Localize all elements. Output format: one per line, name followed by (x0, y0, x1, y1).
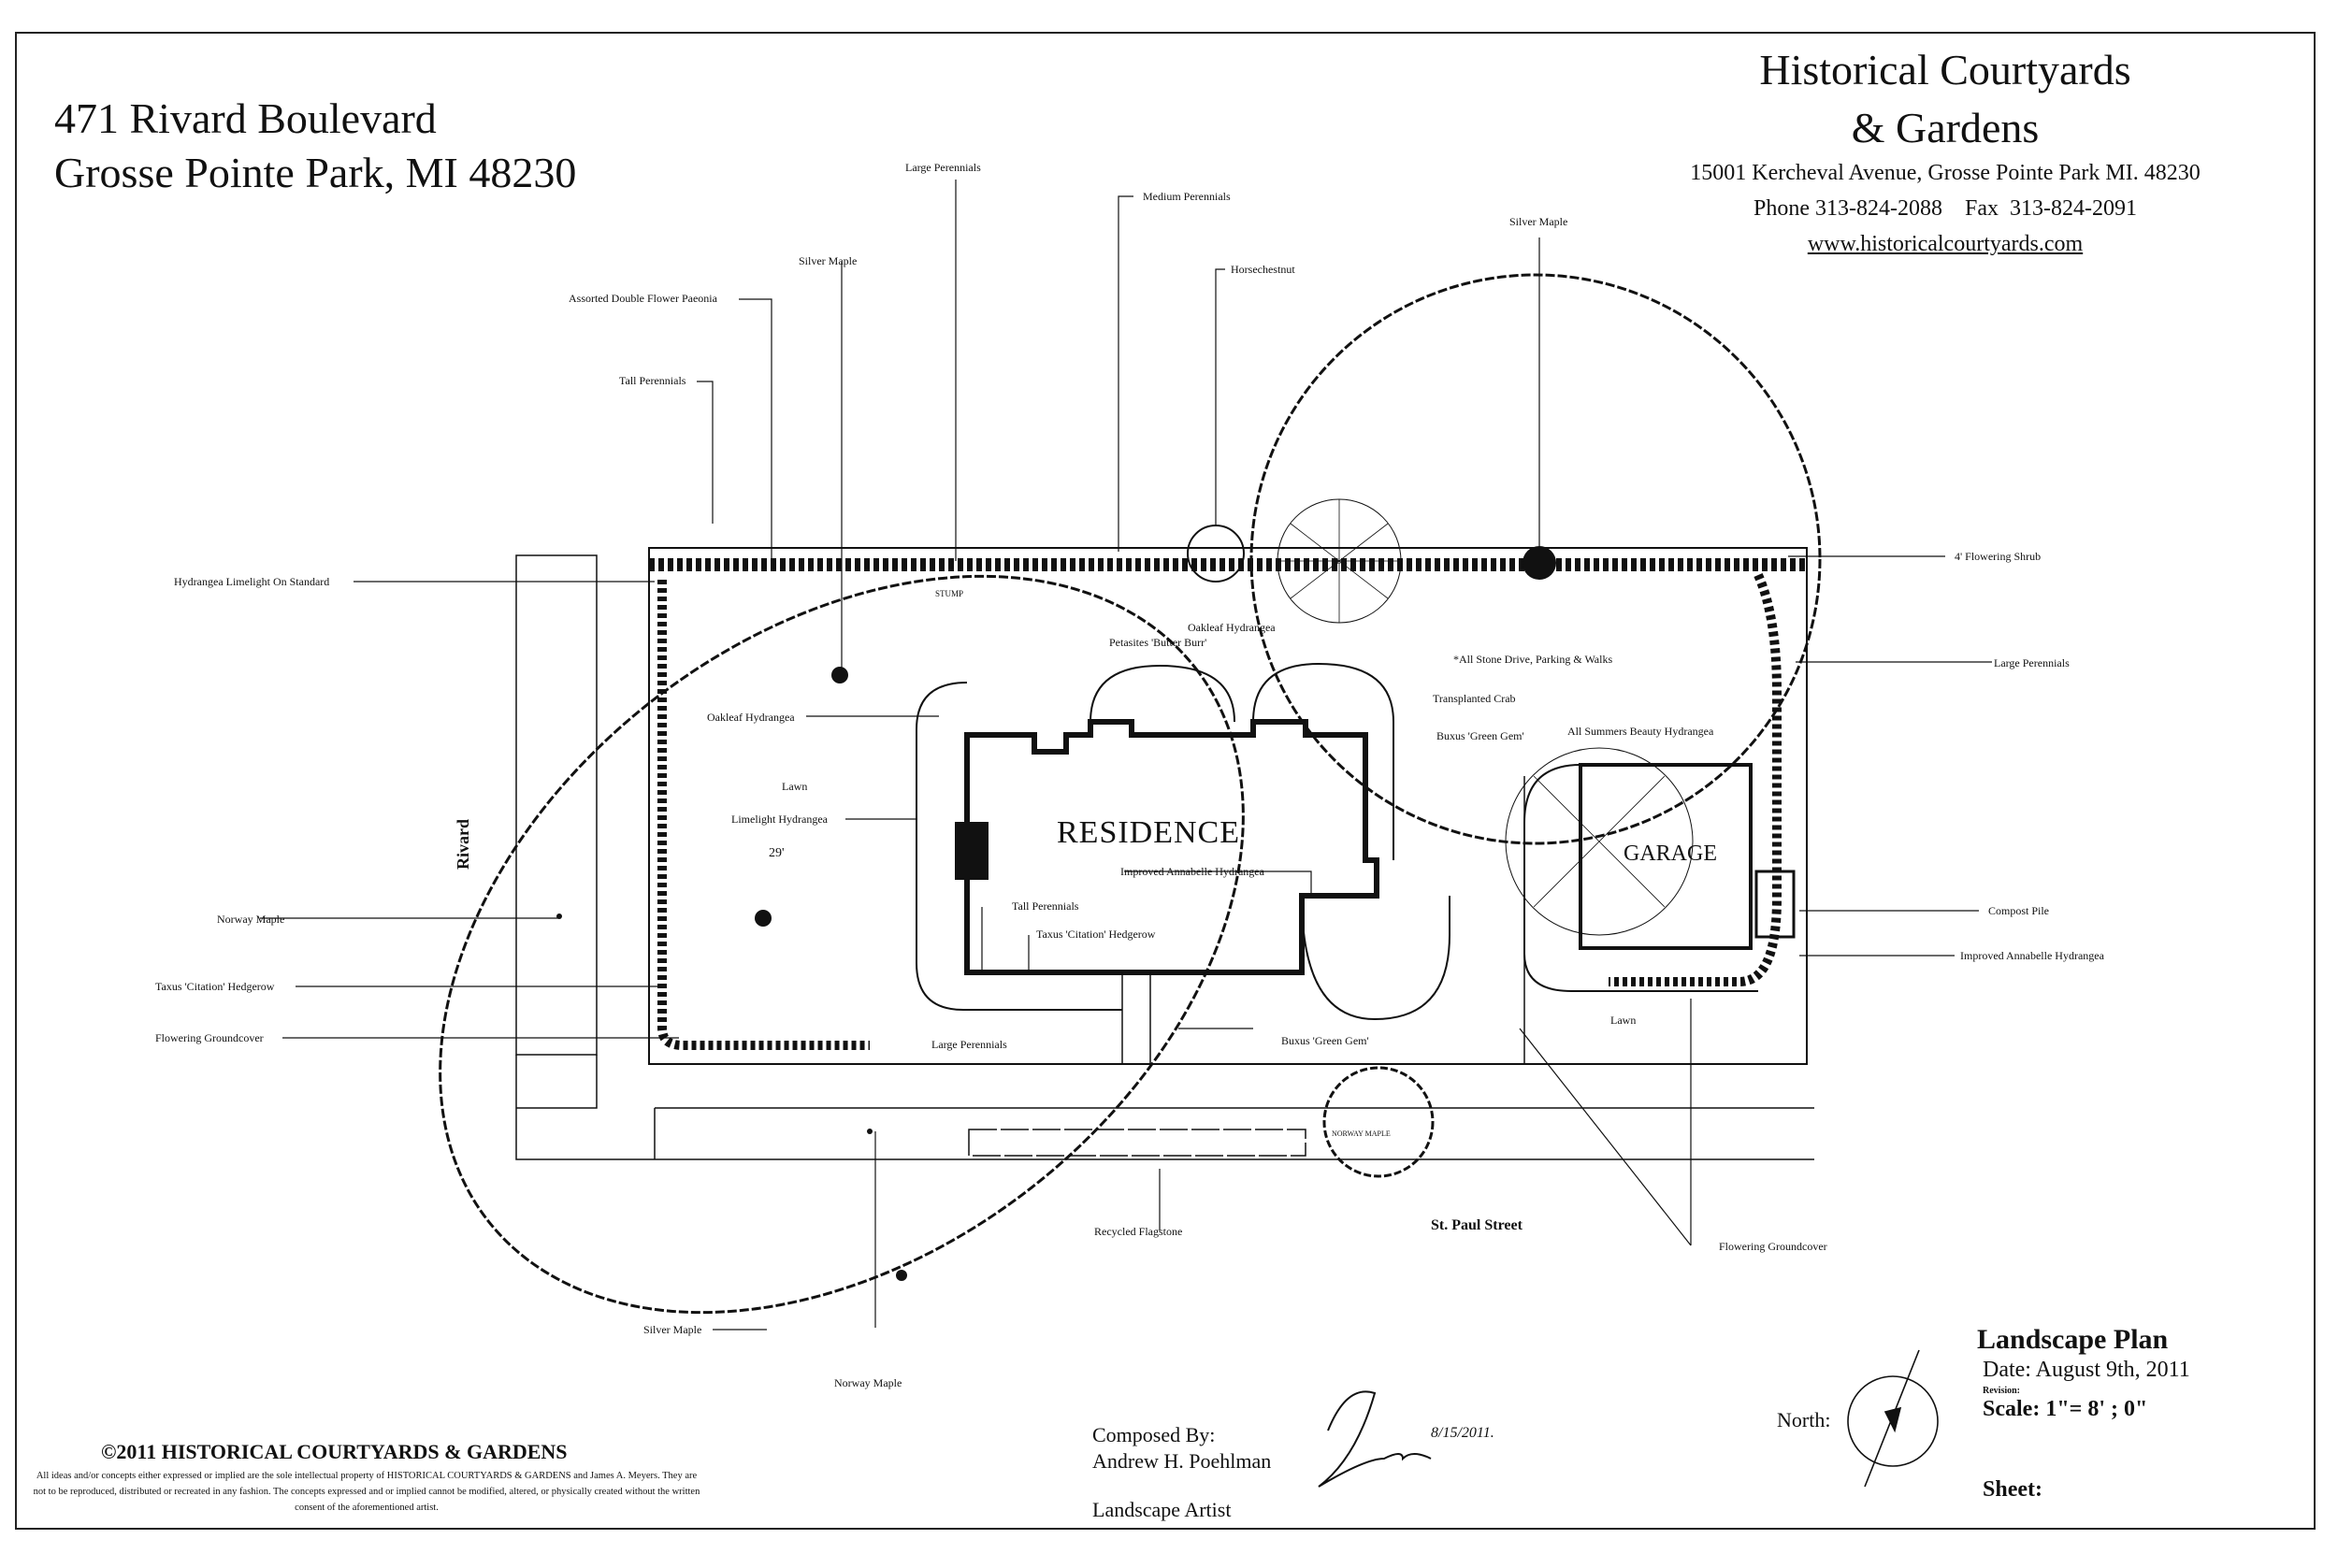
signature (1318, 1390, 1432, 1488)
rivard-sidewalk (515, 554, 598, 1056)
title-scale: Scale: 1"= 8' ; 0" (1983, 1397, 2148, 1421)
artist-name: Andrew H. Poehlman (1092, 1449, 1272, 1473)
norway-maple-canopy (1322, 1066, 1435, 1178)
compost-pile-box (1754, 870, 1796, 939)
tree-dot (896, 1270, 907, 1281)
label-stump: STUMP (935, 589, 964, 598)
st-paul-sidewalk (515, 1055, 1814, 1160)
label-improved-annabelle-right: Improved Annabelle Hydrangea (1960, 949, 2104, 962)
label-improved-annabelle-center: Improved Annabelle Hydrangea (1120, 865, 1264, 878)
label-elm: ELM (1332, 557, 1348, 566)
label-lawn-right: Lawn (1610, 1014, 1637, 1027)
label-oakleaf-hydrangea-left: Oakleaf Hydrangea (707, 711, 795, 724)
garage-bed (1523, 764, 1758, 992)
label-stone-drive-note: *All Stone Drive, Parking & Walks (1453, 653, 1613, 666)
label-norway-maple-left: Norway Maple (217, 913, 285, 926)
company-phone: Phone 313-824-2088 Fax 313-824-2091 (1754, 196, 2137, 221)
label-large-perennials-top: Large Perennials (905, 161, 981, 174)
taxus-hedgerow-left (657, 580, 870, 1050)
label-recycled-flagstone: Recycled Flagstone (1094, 1225, 1183, 1238)
label-hydrangea-limelight-standard: Hydrangea Limelight On Standard (174, 575, 330, 588)
label-residence: RESIDENCE (1057, 815, 1240, 850)
label-limelight-hydrangea: Limelight Hydrangea (731, 813, 828, 826)
label-buxus-top: Buxus 'Green Gem' (1436, 729, 1524, 742)
label-taxus-left: Taxus 'Citation' Hedgerow (155, 980, 275, 993)
label-lawn-left: Lawn (782, 780, 808, 793)
silver-maple-trunk (1523, 546, 1556, 580)
label-silver-maple-top: Silver Maple (799, 254, 858, 267)
signature-date: 8/15/2011. (1431, 1425, 1494, 1441)
label-flowering-groundcover-left: Flowering Groundcover (155, 1031, 264, 1044)
tree-dot (831, 667, 848, 683)
label-silver-maple-bottom: Silver Maple (643, 1323, 702, 1336)
oakleaf-bed-2 (1252, 662, 1394, 860)
label-st-paul-street: St. Paul Street (1431, 1217, 1523, 1233)
label-rivard: Rivard (454, 819, 472, 870)
label-taxus-center: Taxus 'Citation' Hedgerow (1036, 928, 1156, 941)
company-name-line1: Historical Courtyards (1759, 46, 2131, 94)
label-oakleaf-hydrangea-top: Oakleaf Hydrangea (1188, 621, 1276, 634)
front-walk (1121, 972, 1151, 1064)
sheet-label: Sheet: (1983, 1477, 2042, 1502)
silver-maple-canopy-left (439, 574, 1245, 1315)
label-norway-maple-tree: NORWAY MAPLE (1332, 1129, 1391, 1138)
label-horsechestnut: Horsechestnut (1231, 263, 1295, 276)
copyright-line: ©2011 HISTORICAL COURTYARDS & GARDENS (101, 1440, 568, 1463)
label-petasites: Petasites 'Butter Burr' (1109, 636, 1207, 649)
tree-dot (755, 910, 772, 927)
label-silver-maple-right: Silver Maple (1509, 215, 1568, 228)
transplanted-crab-canopy (1505, 747, 1694, 936)
residence-bay (955, 822, 989, 880)
company-website[interactable]: www.historicalcourtyards.com (1807, 232, 2084, 256)
drawing-border (15, 32, 2316, 1530)
oakleaf-bed-1 (1090, 664, 1235, 723)
residence-west-bed (916, 682, 1122, 1011)
label-assorted-paeonia: Assorted Double Flower Paeonia (569, 292, 717, 305)
label-compost-pile: Compost Pile (1988, 904, 2050, 917)
label-tall-perennials-top: Tall Perennials (619, 374, 686, 387)
label-flowering-shrub: 4' Flowering Shrub (1955, 550, 2042, 563)
north-arrow (1847, 1349, 1939, 1488)
title-revision: Revision: (1983, 1386, 2020, 1396)
artist-title: Landscape Artist (1092, 1498, 1232, 1521)
label-large-perennials-right: Large Perennials (1994, 656, 2070, 669)
horsechestnut-canopy (1187, 525, 1245, 583)
recycled-flagstone-strip (968, 1129, 1306, 1157)
label-norway-maple-bottom: Norway Maple (834, 1376, 902, 1389)
composed-by: Composed By: (1092, 1423, 1216, 1446)
copyright-fine-print: All ideas and/or concepts either express… (33, 1471, 700, 1513)
silver-maple-canopy-right (1249, 273, 1822, 845)
label-buxus-bottom: Buxus 'Green Gem' (1281, 1034, 1369, 1047)
label-large-perennials-bottom: Large Perennials (931, 1038, 1007, 1051)
site-address-line2: Grosse Pointe Park, MI 48230 (54, 149, 577, 196)
garage-outline (1579, 763, 1753, 950)
label-transplanted-crab: Transplanted Crab (1433, 692, 1516, 705)
company-name-line2: & Gardens (1851, 104, 2040, 151)
label-flowering-groundcover-right: Flowering Groundcover (1719, 1240, 1827, 1253)
label-all-summers-hydrangea: All Summers Beauty Hydrangea (1567, 725, 1714, 738)
company-address: 15001 Kercheval Avenue, Grosse Pointe Pa… (1690, 161, 2201, 185)
title-landscape-plan: Landscape Plan (1977, 1324, 2169, 1355)
property-boundary (648, 547, 1808, 1065)
tree-dot (556, 913, 562, 919)
label-dimension: 29' (769, 846, 785, 860)
title-date: Date: August 9th, 2011 (1983, 1358, 2190, 1382)
label-medium-perennials: Medium Perennials (1143, 190, 1231, 203)
label-garage: GARAGE (1624, 842, 1717, 866)
right-border-hedge (1609, 572, 1782, 986)
tree-dot (867, 1129, 873, 1134)
annabelle-bed (1301, 895, 1450, 1021)
label-tall-perennials-center: Tall Perennials (1012, 899, 1079, 913)
north-label: North: (1777, 1408, 1831, 1431)
site-address-line1: 471 Rivard Boulevard (54, 94, 437, 142)
